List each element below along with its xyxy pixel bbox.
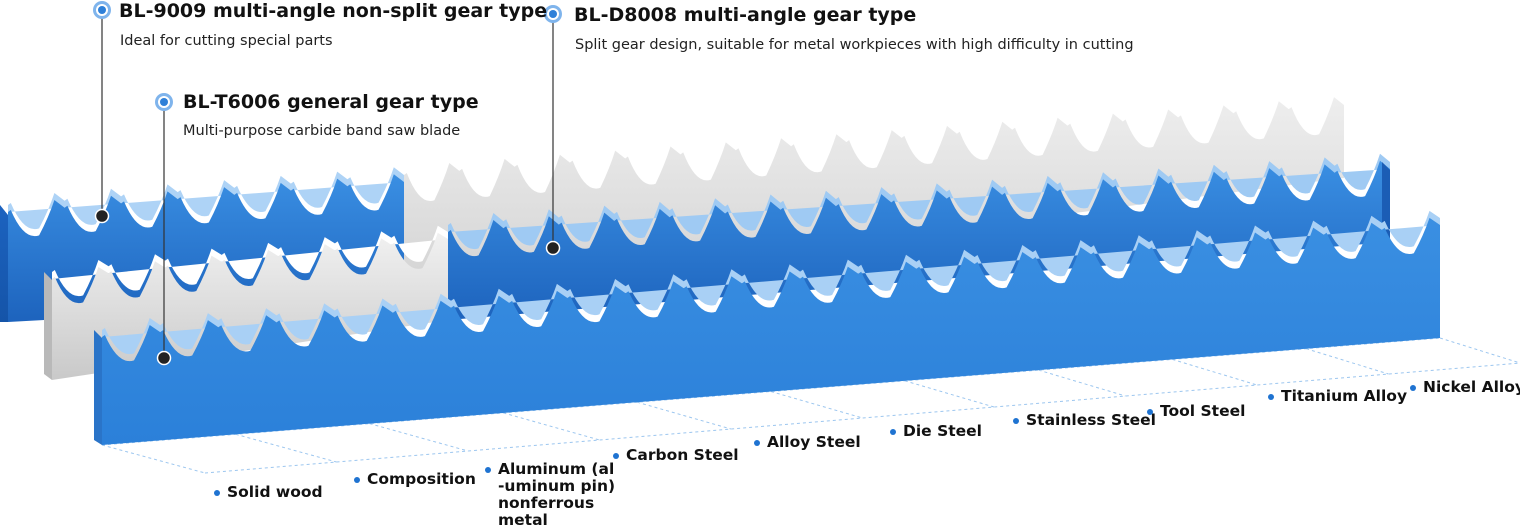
leader-lines — [101, 18, 554, 358]
floor-guide-line — [503, 412, 600, 441]
material-label: Titanium Alloy — [1268, 388, 1407, 405]
bullet-icon — [1410, 385, 1416, 391]
material-label: Alloy Steel — [754, 434, 861, 451]
blade-desc-bl-d8008: Split gear design, suitable for metal wo… — [575, 37, 1134, 53]
material-label: Tool Steel — [1147, 403, 1245, 420]
floor-guide-line — [235, 433, 337, 463]
floor-guide-line — [770, 391, 863, 419]
floor-guide-line — [1306, 348, 1389, 375]
floor-guide-line — [1172, 358, 1258, 386]
bullet-icon — [1013, 418, 1019, 424]
title-markers — [93, 1, 562, 111]
bullet-icon — [354, 477, 360, 483]
bullet-icon — [754, 440, 760, 446]
blade-title-bl-t6006: BL-T6006 general gear type — [183, 91, 479, 113]
blade-desc-bl-9009: Ideal for cutting special parts — [120, 33, 333, 49]
bullet-icon — [1147, 409, 1153, 415]
bullet-icon — [485, 467, 491, 473]
material-label: Nickel Alloy — [1410, 379, 1520, 396]
material-label: Die Steel — [890, 423, 982, 440]
material-label: Aluminum (al -uminum pin) nonferrous met… — [485, 461, 623, 529]
blade-title-bl-9009: BL-9009 multi-angle non-split gear type — [119, 0, 548, 22]
bullet-icon — [214, 490, 220, 496]
material-label: Carbon Steel — [613, 447, 739, 464]
blade-title-bl-d8008: BL-D8008 multi-angle gear type — [574, 4, 917, 26]
floor-guide-line — [1439, 337, 1520, 364]
floor-guide-line — [369, 423, 469, 452]
material-label: Solid wood — [214, 484, 323, 501]
blade-bl-t6006 — [44, 210, 1440, 445]
floor-guide-line — [1038, 369, 1126, 397]
floor-guide-line — [204, 362, 1520, 474]
material-label: Composition — [354, 471, 476, 488]
blade-desc-bl-t6006: Multi-purpose carbide band saw blade — [183, 123, 461, 139]
floor-guide-line — [904, 380, 995, 408]
bullet-icon — [1268, 394, 1274, 400]
floor-guide-line — [637, 401, 732, 430]
floor-guide-line — [101, 444, 206, 474]
anchor-dots — [94, 208, 561, 366]
material-label: Stainless Steel — [1013, 412, 1156, 429]
bullet-icon — [890, 429, 896, 435]
bullet-icon — [613, 453, 619, 459]
